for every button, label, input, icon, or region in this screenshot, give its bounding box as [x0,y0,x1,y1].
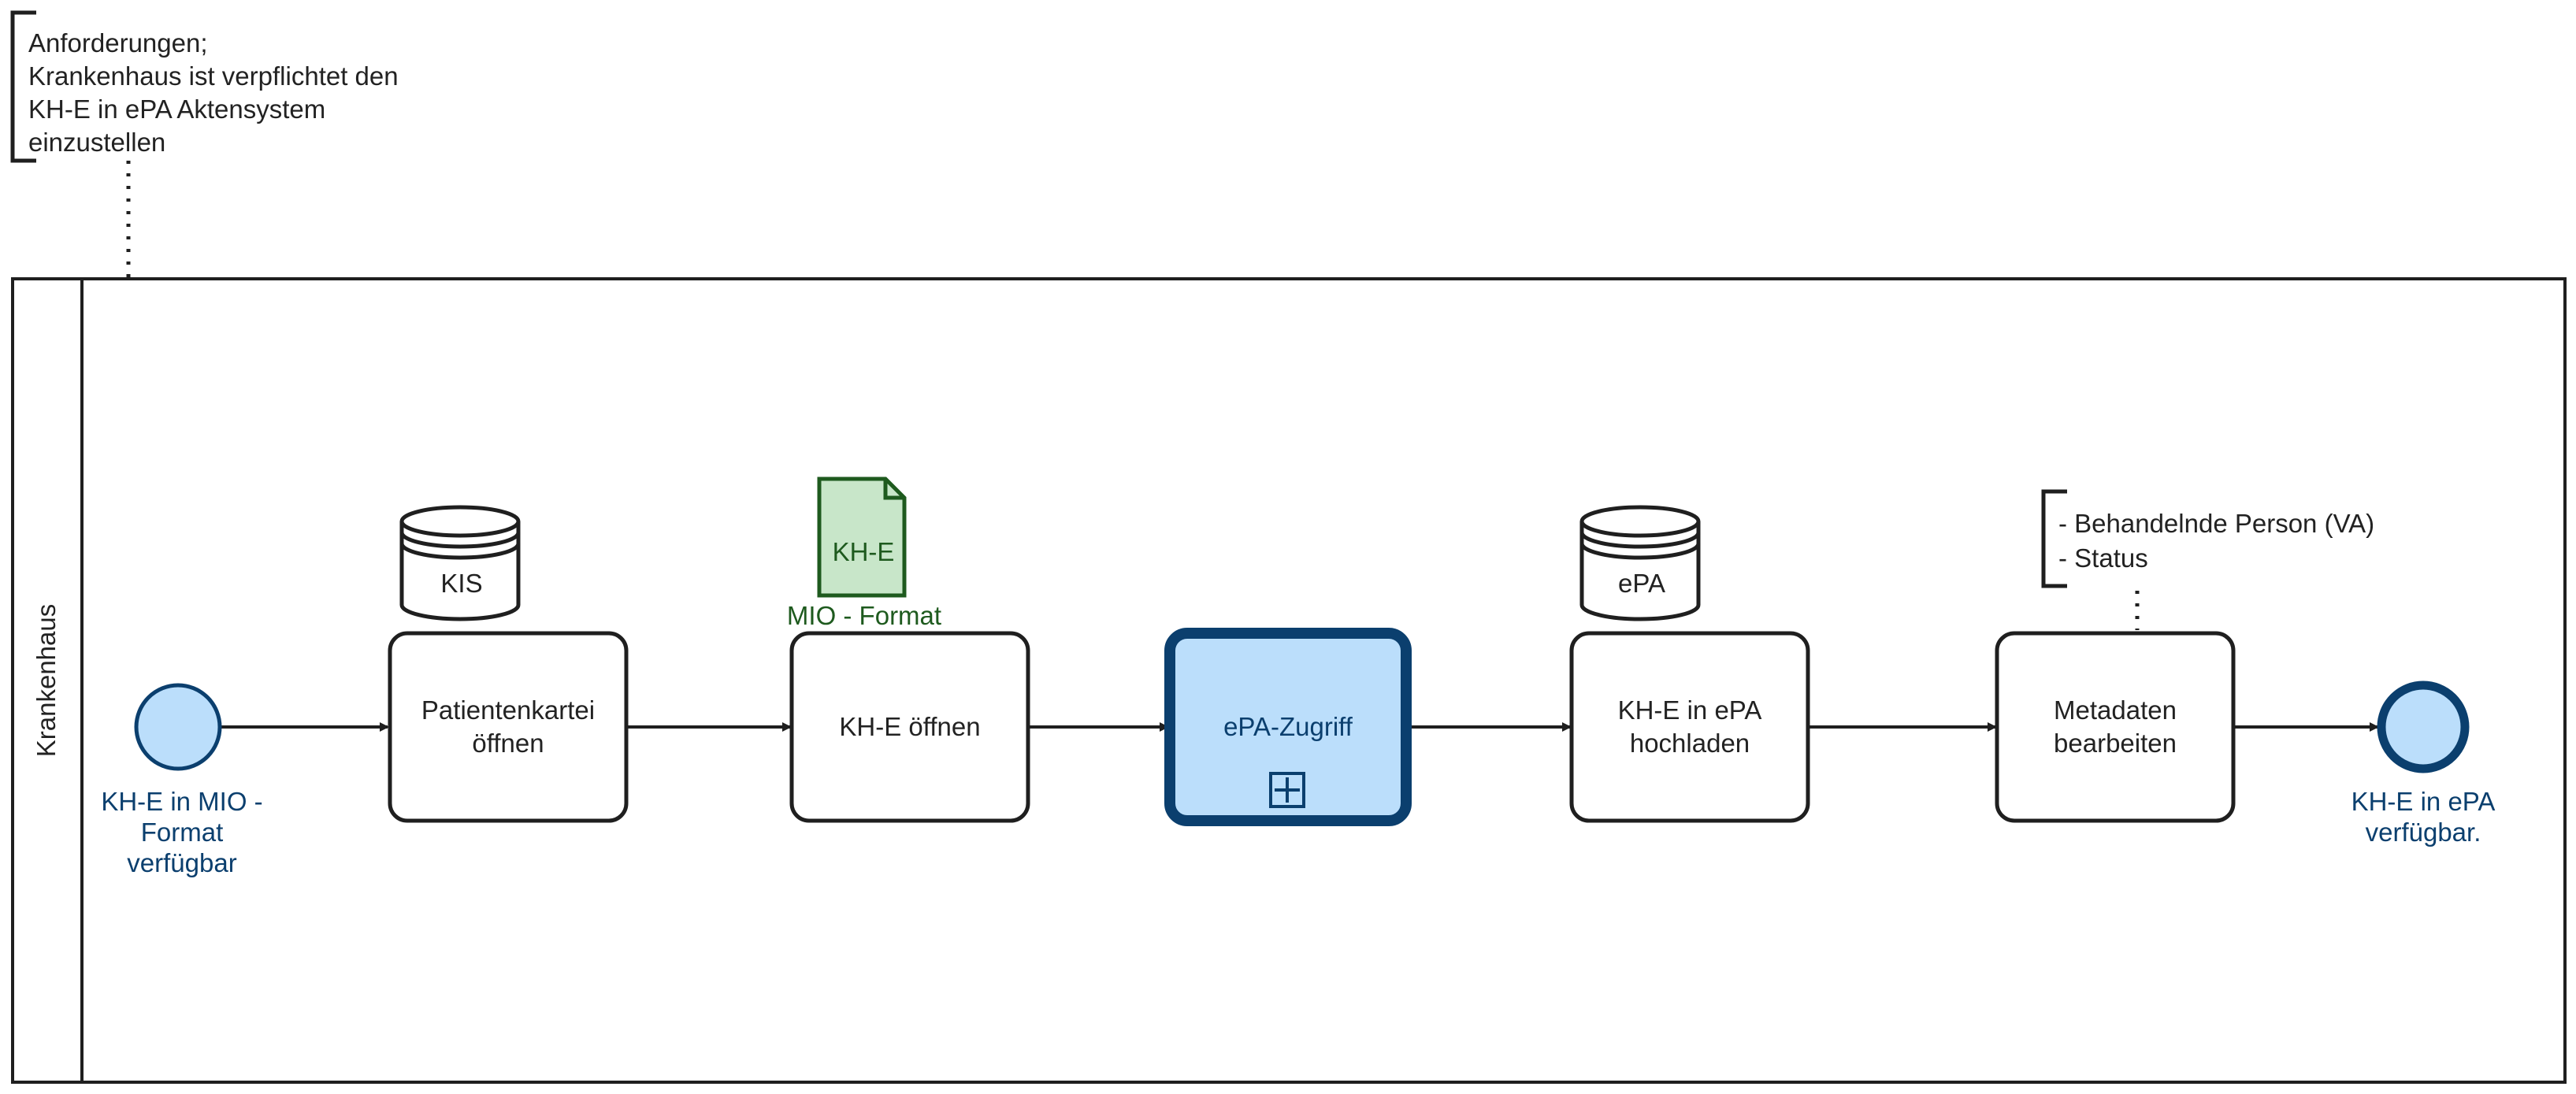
task-label: Patientenkartei [421,695,595,725]
start-event-label: Format [141,818,224,847]
annotation-line: Krankenhaus ist verpflichtet den [28,61,399,91]
collapsed-subprocess-marker-icon[interactable] [1269,772,1305,808]
task-label: öffnen [472,729,544,758]
pool-krankenhaus[interactable]: Krankenhaus [11,277,2567,1084]
task-label: hochladen [1630,729,1750,758]
task-khe-hochladen[interactable]: KH-E in ePA hochladen [1569,631,1810,823]
task-label: bearbeiten [2054,729,2177,758]
annotation-requirements[interactable]: Anforderungen; Krankenhaus ist verpflich… [10,10,399,163]
data-object-caption: MIO - Format [787,601,941,630]
data-store-label: KIS [440,569,482,598]
start-event[interactable] [134,683,222,771]
annotation-line: KH-E in ePA Aktensystem [28,95,325,124]
lane-title: Krankenhaus [32,604,61,757]
data-object-khe[interactable]: KH-E [817,477,907,598]
task-label: KH-E öffnen [839,712,980,741]
task-metadaten-bearbeiten[interactable]: Metadaten bearbeiten [1995,631,2236,823]
annotation-line: einzustellen [28,128,165,157]
task-label: Metadaten [2054,695,2177,725]
task-label: ePA-Zugriff [1223,712,1353,741]
data-object-label: KH-E [833,537,895,566]
end-event-label: verfügbar. [2366,818,2481,847]
annotation-metadata[interactable]: - Behandelnde Person (VA) - Status [2041,489,2374,588]
task-patientenkartei-oeffnen[interactable]: Patientenkartei öffnen [388,631,629,823]
task-khe-oeffnen[interactable]: KH-E öffnen [789,631,1030,823]
annotation-line: Anforderungen; [28,28,208,57]
task-label: KH-E in ePA [1618,695,1762,725]
annotation-line: - Status [2058,543,2148,573]
data-store-epa[interactable]: ePA [1579,505,1701,621]
start-event-label: KH-E in MIO - [101,787,262,816]
start-event-label: verfügbar [127,848,236,877]
data-store-label: ePA [1618,569,1665,598]
annotation-line: - Behandelnde Person (VA) [2058,509,2374,538]
data-store-kis[interactable]: KIS [399,505,521,621]
end-event-label: KH-E in ePA [2351,787,2496,816]
end-event[interactable] [2377,681,2470,773]
subprocess-epa-zugriff[interactable]: ePA-Zugriff [1164,628,1412,826]
